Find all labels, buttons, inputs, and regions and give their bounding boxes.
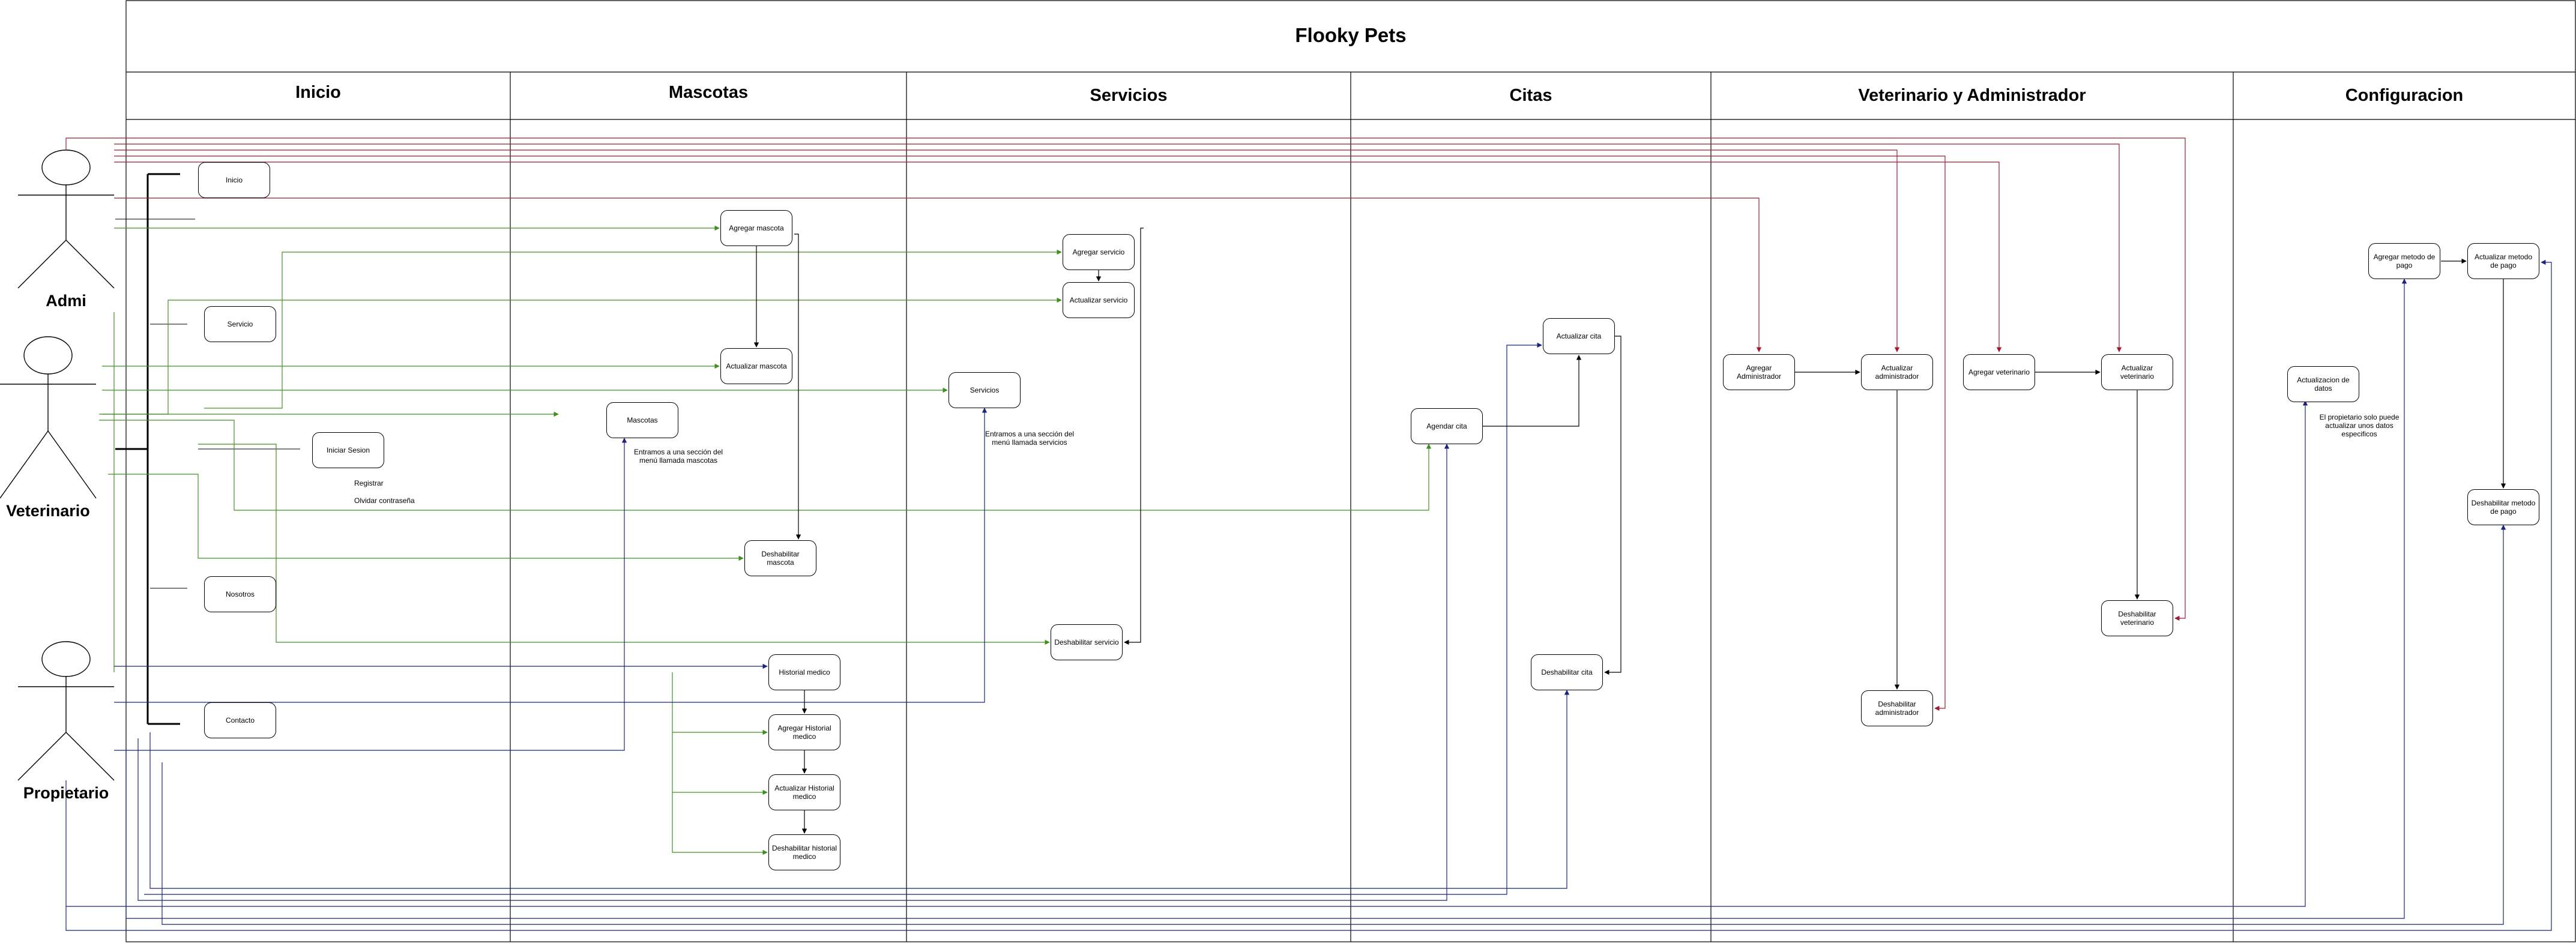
- node-actualizar-historial[interactable]: Actualizar Historial medico: [768, 774, 840, 810]
- lane-title-configuracion: Configuracion: [2345, 86, 2464, 105]
- lane-title-vet-admin: Veterinario y Administrador: [1858, 86, 2086, 105]
- node-deshabilitar-cita[interactable]: Deshabilitar cita: [1531, 654, 1603, 690]
- edge-hist-deshabilitar: [672, 792, 768, 855]
- node-actualizar-mascota[interactable]: Actualizar mascota: [720, 348, 792, 384]
- edge-admi-actualizar-admin: [114, 149, 1900, 352]
- node-actualizar-metodo-pago[interactable]: Actualizar metodo de pago: [2467, 243, 2539, 279]
- note-registrar[interactable]: Registrar: [354, 479, 384, 487]
- lane-title-mascotas: Mascotas: [668, 83, 749, 102]
- node-agregar-mascota[interactable]: Agregar mascota: [720, 210, 792, 246]
- node-servicios[interactable]: Servicios: [949, 372, 1021, 408]
- node-nosotros[interactable]: Nosotros: [204, 576, 276, 612]
- edge-agregar-to-deshabilitar-mascota: [794, 233, 801, 540]
- node-contacto[interactable]: Contacto: [204, 702, 276, 738]
- edge-prop-citas-link: [144, 342, 1542, 895]
- edge-prop-servicios: [114, 408, 988, 703]
- edge-prop-actualizacion-datos: [65, 400, 2308, 907]
- node-agregar-veterinario[interactable]: Agregar veterinario: [1963, 354, 2035, 390]
- edge-prop-agregar-pago: [125, 279, 2407, 919]
- actor-propietario-figure: [17, 641, 115, 781]
- node-actualizar-administrador[interactable]: Actualizar administrador: [1861, 354, 1933, 390]
- node-mascotas[interactable]: Mascotas: [606, 402, 678, 438]
- node-agregar-servicio[interactable]: Agregar servicio: [1063, 234, 1135, 270]
- node-agregar-metodo-pago[interactable]: Agregar metodo de pago: [2368, 243, 2440, 279]
- node-agendar-cita[interactable]: Agendar cita: [1411, 408, 1483, 444]
- node-agregar-administrador[interactable]: Agregar Administrador: [1723, 354, 1795, 390]
- node-actualizacion-datos[interactable]: Actualizacion de datos: [2287, 366, 2359, 402]
- admin-edges: [65, 137, 2186, 711]
- actor-admi-figure: [17, 149, 115, 289]
- inicio-menu-bar: [115, 173, 180, 725]
- edge-prop-actualizar-pago: [65, 259, 2552, 931]
- edge-admi-actualizar-vet: [114, 143, 2122, 352]
- note-configuracion: El propietario solo puede actualizar uno…: [2319, 413, 2400, 438]
- node-deshabilitar-metodo-pago[interactable]: Deshabilitar metodo de pago: [2467, 489, 2539, 525]
- actor-veterinario-figure: [0, 336, 97, 499]
- node-deshabilitar-mascota[interactable]: Deshabilitar mascota: [744, 540, 816, 576]
- note-olvidar-contrasena[interactable]: Olvidar contraseña: [354, 496, 415, 505]
- node-inicio[interactable]: Inicio: [198, 162, 270, 198]
- edge-prop-deshabilitar-cita: [149, 690, 1570, 889]
- edge-admi-agregar-admin: [114, 197, 1762, 352]
- node-deshabilitar-veterinario[interactable]: Deshabilitar veterinario: [2101, 600, 2173, 636]
- actor-label-veterinario: Veterinario: [6, 502, 90, 520]
- diagram-title: Flooky Pets: [1295, 24, 1407, 46]
- node-actualizar-servicio[interactable]: Actualizar servicio: [1063, 282, 1135, 318]
- edge-prop-mascotas: [114, 438, 627, 751]
- edge-vet-agendar-cita: [99, 420, 1432, 511]
- lane-title-citas: Citas: [1509, 86, 1552, 105]
- edge-agendar-to-actualizar-cita: [1483, 355, 1582, 427]
- node-iniciar-sesion[interactable]: Iniciar Sesion: [312, 432, 384, 468]
- inicio-menu-ticks: [115, 218, 300, 589]
- actor-label-admi: Admi: [46, 292, 86, 310]
- node-actualizar-cita[interactable]: Actualizar cita: [1543, 318, 1615, 354]
- node-actualizar-veterinario[interactable]: Actualizar veterinario: [2101, 354, 2173, 390]
- edge-admi-deshabilitar-admin: [114, 155, 1946, 711]
- vet-edges: [99, 225, 1432, 855]
- lane-title-servicios: Servicios: [1090, 86, 1168, 105]
- lane-title-inicio: Inicio: [295, 83, 341, 102]
- note-servicios: Entramos a una sección del menú llamada …: [985, 430, 1075, 447]
- edge-prop-agendar-cita: [137, 444, 1450, 901]
- node-historial-medico[interactable]: Historial medico: [768, 654, 840, 690]
- edge-admi-agregar-vet: [114, 161, 2002, 352]
- edge-hist-actualizar: [672, 732, 768, 795]
- note-mascotas: Entramos a una sección del menú llamada …: [633, 448, 723, 465]
- swimlane-frame: [125, 0, 2576, 942]
- owner-edges: [65, 259, 2552, 931]
- edge-vet-deshabilitar-mascota: [108, 474, 744, 561]
- node-agregar-historial[interactable]: Agregar Historial medico: [768, 714, 840, 750]
- edge-admi-deshabilitar-vet: [65, 137, 2186, 621]
- node-deshabilitar-administrador[interactable]: Deshabilitar administrador: [1861, 690, 1933, 726]
- actor-label-propietario: Propietario: [23, 784, 109, 802]
- edge-actualizar-to-deshabilitar-cita: [1604, 336, 1621, 675]
- node-deshabilitar-historial[interactable]: Deshabilitar historial medico: [768, 834, 840, 870]
- node-servicio[interactable]: Servicio: [204, 306, 276, 342]
- internal-edges: [753, 227, 2506, 834]
- edge-vet-deshabilitar-servicio: [198, 444, 1050, 645]
- edge-vet-agregar-servicio: [204, 249, 1062, 409]
- node-deshabilitar-servicio[interactable]: Deshabilitar servicio: [1051, 624, 1123, 660]
- edge-agregar-to-deshabilitar-servicio: [1124, 227, 1144, 645]
- edge-prop-deshabilitar-pago: [161, 525, 2506, 925]
